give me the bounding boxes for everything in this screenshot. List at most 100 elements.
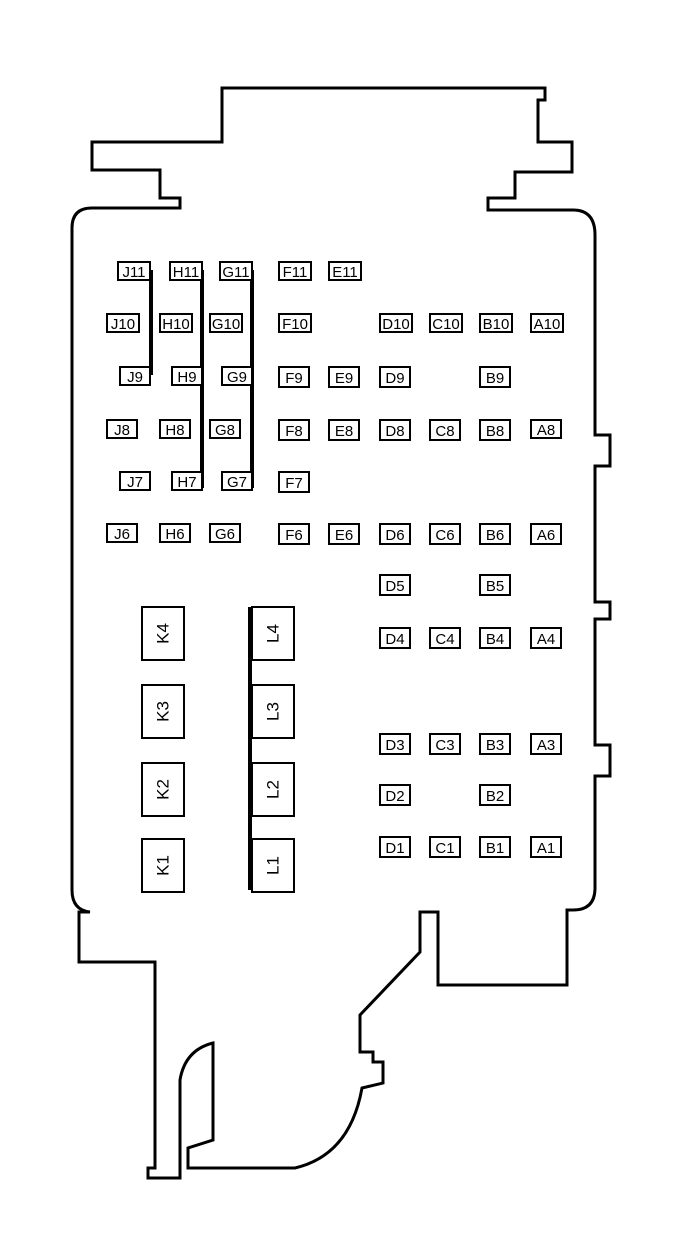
fuse-c8: C8 — [429, 419, 461, 441]
relay-k3: K3 — [141, 684, 185, 739]
fuse-label: F10 — [282, 316, 308, 333]
fuse-label: B5 — [486, 578, 504, 595]
fuse-label: D2 — [385, 788, 404, 805]
fuse-h11: H11 — [169, 261, 203, 281]
fuse-label: B2 — [486, 788, 504, 805]
fuse-a6: A6 — [530, 523, 562, 545]
fuse-f6: F6 — [278, 523, 310, 545]
fuse-label: C6 — [435, 527, 454, 544]
fuse-label: A4 — [537, 631, 555, 648]
relay-label: L2 — [264, 780, 283, 799]
fuse-a8: A8 — [530, 419, 562, 439]
fuse-label: C10 — [432, 316, 460, 333]
fuse-b8: B8 — [479, 419, 511, 441]
fuse-label: A1 — [537, 840, 555, 857]
fuse-j7: J7 — [119, 471, 151, 491]
relay-label: L4 — [264, 624, 283, 643]
fuse-label: E11 — [332, 264, 358, 281]
fuse-label: E8 — [335, 423, 353, 440]
fuse-b1: B1 — [479, 836, 511, 858]
fuse-f8: F8 — [278, 419, 310, 441]
relay-k2: K2 — [141, 762, 185, 817]
fuse-d4: D4 — [379, 627, 411, 649]
fuse-j8: J8 — [106, 419, 138, 439]
fuse-label: B8 — [486, 423, 504, 440]
fuse-label: J7 — [127, 474, 143, 491]
fuse-g8: G8 — [209, 419, 241, 439]
relay-l2: L2 — [251, 762, 295, 817]
fuse-label: E9 — [335, 370, 353, 387]
fuse-label: D8 — [385, 423, 404, 440]
fuse-label: J10 — [111, 316, 135, 333]
relay-k4: K4 — [141, 606, 185, 661]
fuse-label: B6 — [486, 527, 504, 544]
fuse-label: G9 — [227, 369, 247, 386]
fuse-label: B4 — [486, 631, 504, 648]
fuse-f11: F11 — [278, 261, 312, 281]
fuse-label: G11 — [222, 264, 249, 281]
fuse-label: H7 — [177, 474, 196, 491]
fuse-label: D10 — [382, 316, 410, 333]
relay-l4: L4 — [251, 606, 295, 661]
fuse-c6: C6 — [429, 523, 461, 545]
fuse-label: J11 — [122, 264, 145, 281]
fuse-d5: D5 — [379, 574, 411, 596]
fuse-c4: C4 — [429, 627, 461, 649]
fuse-g9: G9 — [221, 366, 253, 386]
fuse-b6: B6 — [479, 523, 511, 545]
fuse-j11: J11 — [117, 261, 151, 281]
fuse-label: G7 — [227, 474, 247, 491]
fuse-f7: F7 — [278, 471, 310, 493]
relay-label: K2 — [154, 779, 173, 800]
housing-outline — [70, 86, 612, 1180]
fuse-label: F7 — [285, 475, 303, 492]
fuse-d9: D9 — [379, 366, 411, 388]
fuse-h10: H10 — [159, 313, 193, 333]
fuse-e9: E9 — [328, 366, 360, 388]
fuse-label: J9 — [127, 369, 143, 386]
fuse-label: H8 — [165, 422, 184, 439]
fuse-label: B3 — [486, 737, 504, 754]
fuse-h8: H8 — [159, 419, 191, 439]
fuse-label: F11 — [283, 264, 308, 281]
fuse-label: A3 — [537, 737, 555, 754]
relay-label: K4 — [154, 623, 173, 644]
fuse-label: E6 — [335, 527, 353, 544]
fuse-d1: D1 — [379, 836, 411, 858]
fuse-e11: E11 — [328, 261, 362, 281]
fuse-c1: C1 — [429, 836, 461, 858]
fuse-a3: A3 — [530, 733, 562, 755]
fuse-c10: C10 — [429, 313, 463, 333]
fuse-label: C8 — [435, 423, 454, 440]
relay-label: K3 — [154, 701, 173, 722]
fuse-label: G10 — [212, 316, 240, 333]
relay-label: L1 — [264, 856, 283, 875]
fuse-j10: J10 — [106, 313, 140, 333]
relay-k1: K1 — [141, 838, 185, 893]
fuse-label: D4 — [385, 631, 404, 648]
fuse-label: J8 — [114, 422, 130, 439]
fuse-d8: D8 — [379, 419, 411, 441]
fuse-b3: B3 — [479, 733, 511, 755]
fuse-e6: E6 — [328, 523, 360, 545]
fuse-f9: F9 — [278, 366, 310, 388]
fuse-label: F8 — [285, 423, 303, 440]
fuse-label: F9 — [285, 370, 303, 387]
fuse-label: G8 — [215, 422, 235, 439]
fuse-label: J6 — [114, 526, 130, 543]
fuse-d3: D3 — [379, 733, 411, 755]
fuse-d6: D6 — [379, 523, 411, 545]
fuse-label: A10 — [534, 316, 561, 333]
fuse-label: A6 — [537, 527, 555, 544]
fuse-g6: G6 — [209, 523, 241, 543]
fuse-label: C4 — [435, 631, 454, 648]
fuse-j9: J9 — [119, 366, 151, 386]
fuse-b2: B2 — [479, 784, 511, 806]
fuse-label: D9 — [385, 370, 404, 387]
fuse-b10: B10 — [479, 313, 513, 333]
fuse-label: D1 — [385, 840, 404, 857]
fuse-e8: E8 — [328, 419, 360, 441]
fuse-label: D6 — [385, 527, 404, 544]
fuse-label: H6 — [165, 526, 184, 543]
